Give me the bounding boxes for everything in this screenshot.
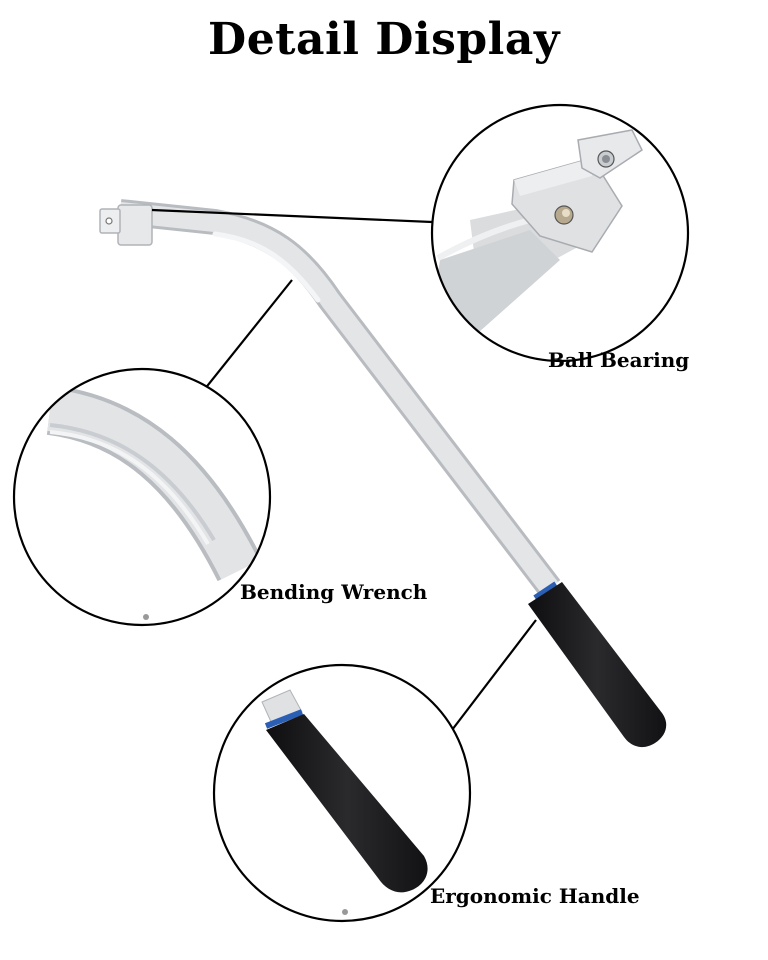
ergonomic-handle-callout (212, 663, 472, 923)
handle-grip (528, 581, 667, 748)
page-title: Detail Display (208, 14, 560, 65)
leader-lines (151, 208, 537, 731)
wrench-bar (118, 199, 561, 596)
ball-bearing-label: Ball Bearing (548, 348, 690, 372)
bending-wrench-label: Bending Wrench (240, 580, 428, 604)
ball-bearing-callout (430, 103, 690, 363)
drive-head (99, 204, 153, 246)
bending-wrench-callout (12, 367, 272, 627)
ergonomic-handle-label: Ergonomic Handle (430, 884, 640, 908)
